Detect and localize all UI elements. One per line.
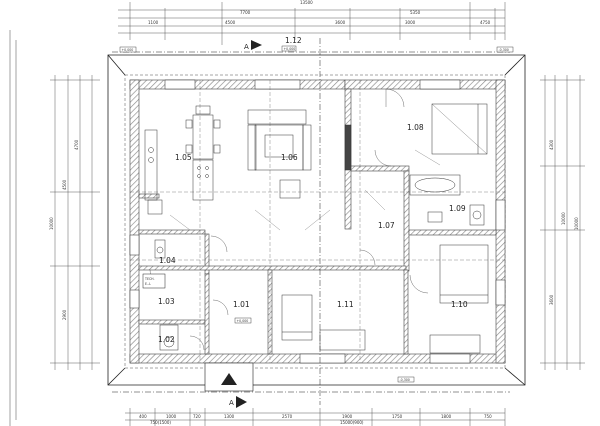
left-dimension-texts: 4500 10000 2900 4700 xyxy=(49,139,79,320)
dim-top-6: 13500 xyxy=(300,0,313,5)
dim-top-7: 7700 xyxy=(240,10,251,15)
level-tags: +0,000 +0,000 -0,300 -0,300 +0,000 xyxy=(119,45,514,383)
page-edge-marks xyxy=(9,30,17,426)
level-tag-top: +0,000 xyxy=(284,47,296,51)
room-label-1-06: 1.06 xyxy=(281,153,298,162)
dim-top-5: 4750 xyxy=(480,20,491,25)
bottom-dimension-texts: 400 1000 720 1300 2570 1900 1750 1800 75… xyxy=(139,414,492,425)
dim-bottom-11: 15000(900) xyxy=(340,420,364,425)
top-dimension-texts: 1100 4500 3600 3000 4750 13500 7700 5350 xyxy=(148,0,491,25)
windows xyxy=(129,79,506,364)
room-label-1-01: 1.01 xyxy=(233,300,250,309)
grid-reference-lines xyxy=(130,80,505,363)
dim-top-8: 5350 xyxy=(410,10,421,15)
top-dimension-lines xyxy=(118,2,506,45)
right-dimension-lines xyxy=(540,75,585,370)
dim-top-4: 3000 xyxy=(405,20,416,25)
room-label-1-02: 1.02 xyxy=(158,335,175,344)
level-tag-top-left: +0,000 xyxy=(122,48,134,52)
room-label-1-09: 1.09 xyxy=(449,204,466,213)
interior-walls xyxy=(138,88,497,355)
room-label-1-10: 1.10 xyxy=(451,300,468,309)
room-label-1-03: 1.03 xyxy=(158,297,175,306)
room-labels: 1.12 1.05 1.06 1.08 1.09 1.07 1.04 1.03 … xyxy=(158,36,468,344)
room-label-1-04: 1.04 xyxy=(159,256,176,265)
section-marker-bottom: A xyxy=(229,396,247,408)
dim-right-3: 3600 xyxy=(549,294,554,305)
dim-left-2: 10000 xyxy=(49,217,54,230)
dim-bottom-4: 1300 xyxy=(224,414,235,419)
level-tag-bottom: -0,300 xyxy=(400,378,410,382)
bottom-dimension-lines xyxy=(125,408,506,426)
room-label-1-08: 1.08 xyxy=(407,123,424,132)
dim-right-4: 10000 xyxy=(574,217,579,230)
room-label-1-05: 1.05 xyxy=(175,153,192,162)
dim-bottom-6: 1900 xyxy=(342,414,353,419)
level-tag-entry: +0,000 xyxy=(237,319,249,323)
dim-right-1: 4300 xyxy=(549,139,554,150)
dim-bottom-8: 1800 xyxy=(441,414,452,419)
right-dimension-texts: 4300 10000 3600 10000 xyxy=(549,139,579,305)
room-label-1-07: 1.07 xyxy=(378,221,395,230)
dim-left-1: 4500 xyxy=(62,179,67,190)
dim-top-2: 4500 xyxy=(225,20,236,25)
dim-left-3: 2900 xyxy=(62,309,67,320)
left-dimension-lines xyxy=(50,75,100,370)
level-tag-top-right: -0,300 xyxy=(499,48,509,52)
dim-bottom-2: 1000 xyxy=(166,414,177,419)
technical-room-box: TECH. E.-L xyxy=(142,273,166,289)
dim-top-3: 3600 xyxy=(335,20,346,25)
dim-top-1: 1100 xyxy=(148,20,159,25)
entrance xyxy=(204,362,254,392)
dim-bottom-5: 2570 xyxy=(282,414,293,419)
section-label-top: A xyxy=(244,43,249,51)
dim-bottom-7: 1750 xyxy=(392,414,403,419)
technical-room-label: TECH. xyxy=(144,277,155,281)
dim-bottom-1: 400 xyxy=(139,414,147,419)
room-label-1-11: 1.11 xyxy=(337,300,354,309)
door-swings xyxy=(149,88,429,351)
dim-bottom-10: 750(1500) xyxy=(150,420,171,425)
svg-text:E.-L: E.-L xyxy=(145,282,151,286)
section-marker-top: A xyxy=(244,40,262,51)
dim-left-4: 4700 xyxy=(74,139,79,150)
dim-bottom-9: 750 xyxy=(484,414,492,419)
furniture xyxy=(144,103,489,354)
section-label-bottom: A xyxy=(229,399,234,407)
dim-right-2: 10000 xyxy=(561,212,566,225)
ceiling-diagonals xyxy=(169,149,441,231)
dim-bottom-3: 720 xyxy=(193,414,201,419)
room-label-1-12: 1.12 xyxy=(285,36,302,45)
